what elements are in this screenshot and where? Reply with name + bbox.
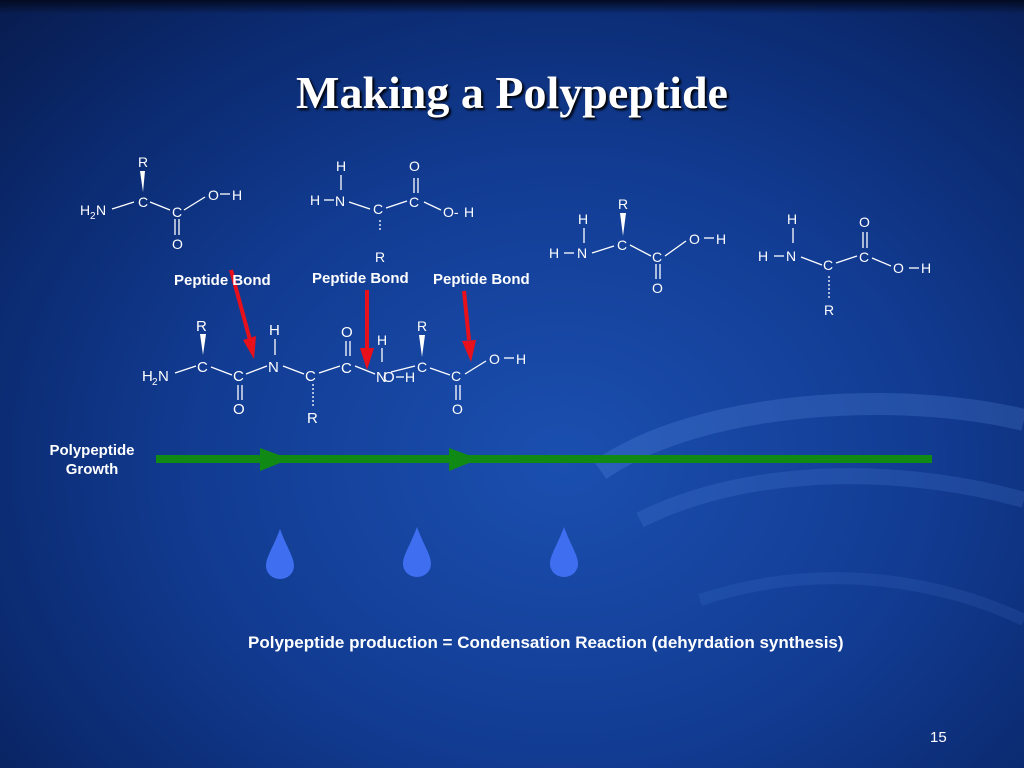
condensation-reaction-caption: Polypeptide production = Condensation Re… <box>248 633 844 652</box>
atom-c: C <box>233 368 244 385</box>
water-drop-icon <box>266 529 294 579</box>
atom-nh2-h: H <box>142 368 153 385</box>
slide-title: Making a Polypeptide <box>296 67 728 118</box>
atom-r: R <box>618 196 628 212</box>
water-drop-icon <box>550 527 578 577</box>
atom-h: H <box>310 192 320 208</box>
atom-o: O <box>489 351 500 367</box>
atom-o: O <box>233 401 245 418</box>
atom-h: H <box>787 211 797 227</box>
atom-r: R <box>138 154 148 170</box>
atom-c: C <box>823 257 833 273</box>
atom-o: O <box>341 324 353 341</box>
red-arrow-icon <box>360 290 374 370</box>
atom-o: O <box>452 401 463 417</box>
atom-c: C <box>172 204 182 220</box>
atom-r: R <box>307 410 318 427</box>
atom-o: O <box>383 369 395 386</box>
atom-n: N <box>335 193 345 209</box>
atom-r: R <box>375 249 385 265</box>
atom-n: N <box>268 359 279 376</box>
atom-r: R <box>196 318 207 335</box>
atom-c: C <box>409 194 419 210</box>
atom-c: C <box>451 368 461 384</box>
atom-c: C <box>373 201 383 217</box>
atom-o: O <box>409 158 420 174</box>
atom-o: O <box>208 187 219 203</box>
atom-n: N <box>376 369 387 386</box>
atom-r: R <box>417 318 427 334</box>
atom-h: H <box>464 204 474 220</box>
atom-o: O <box>652 280 663 296</box>
atom-r: R <box>824 302 834 318</box>
atom-o: O <box>689 231 700 247</box>
atom-h: H <box>716 231 726 247</box>
water-drop-icon <box>403 527 431 577</box>
atom-o: O <box>893 260 904 276</box>
atom-nh2-n: N <box>96 202 106 218</box>
top-band <box>0 0 1024 14</box>
peptide-bond-label-3: Peptide Bond <box>433 271 530 288</box>
atom-c: C <box>859 249 869 265</box>
atom-h: H <box>377 332 387 348</box>
atom-n: N <box>577 245 587 261</box>
atom-h: H <box>549 245 559 261</box>
atom-nh2-sub: 2 <box>90 211 96 222</box>
atom-h: H <box>336 158 346 174</box>
atom-c: C <box>197 359 208 376</box>
atom-h: H <box>405 369 415 385</box>
atom-h: H <box>269 322 280 339</box>
atom-c: C <box>305 368 316 385</box>
atom-n: N <box>786 248 796 264</box>
atom-c: C <box>138 194 148 210</box>
peptide-bond-label-1: Peptide Bond <box>174 272 271 289</box>
peptide-bond-label-2: Peptide Bond <box>312 270 409 287</box>
polypeptide-growth-label: Polypeptide Growth <box>49 442 135 478</box>
atom-h: H <box>758 248 768 264</box>
atom-nh2-h: H <box>80 202 90 218</box>
atom-c: C <box>652 249 662 265</box>
atom-o-dash: O- <box>443 204 459 220</box>
atom-h: H <box>232 187 242 203</box>
atom-h: H <box>516 351 526 367</box>
atom-nh2-sub: 2 <box>152 377 158 388</box>
atom-o: O <box>859 214 870 230</box>
atom-c: C <box>617 237 627 253</box>
atom-nh2-n: N <box>158 368 169 385</box>
growth-arrow <box>156 448 932 471</box>
atom-c: C <box>341 360 352 377</box>
red-arrow-icon <box>229 269 256 359</box>
atom-o: O <box>172 236 183 252</box>
red-arrow-icon <box>462 290 476 362</box>
page-number: 15 <box>930 729 947 746</box>
atom-h: H <box>921 260 931 276</box>
atom-h: H <box>578 211 588 227</box>
atom-c: C <box>417 359 427 375</box>
